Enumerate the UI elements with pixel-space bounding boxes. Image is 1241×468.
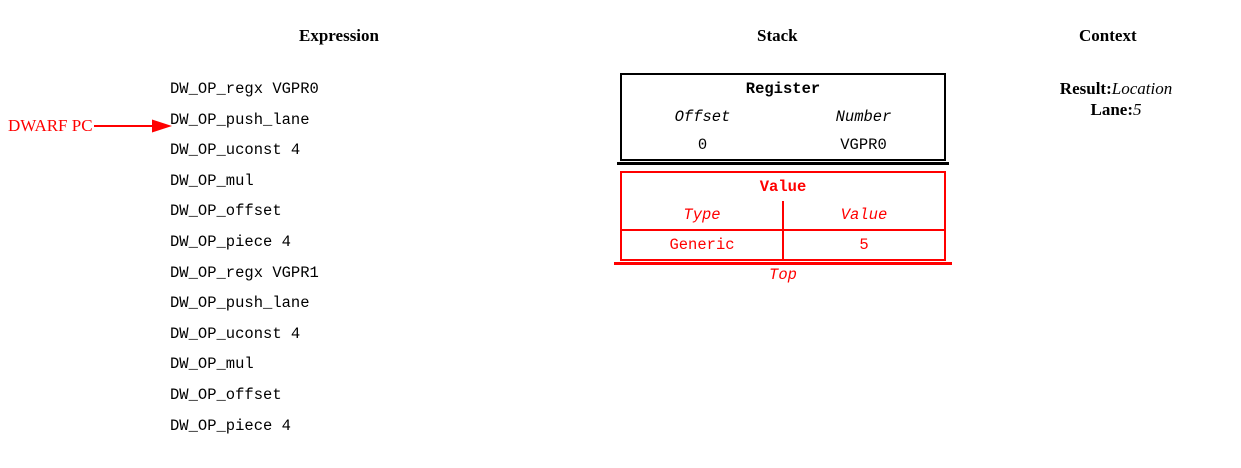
stack-entry-value: Value Type Value Generic 5 [620, 171, 946, 261]
expression-line: DW_OP_mul [170, 171, 254, 190]
table-cell: VGPR0 [840, 136, 887, 154]
stack-entry-title: Register [745, 80, 821, 98]
dwarf-pc-pointer: DWARF PC [8, 116, 174, 136]
stack-top-rule [614, 262, 952, 265]
expression-list: DW_OP_regx VGPR0 DW_OP_push_lane DW_OP_u… [170, 74, 530, 441]
table-row: 0 VGPR0 [621, 131, 945, 160]
column-header: Type [621, 201, 784, 230]
context-row-lane: Lane:5 [1016, 99, 1216, 120]
expression-line: DW_OP_push_lane [170, 110, 310, 129]
stack-top-label: Top [769, 266, 797, 284]
table-row: Generic 5 [621, 229, 945, 260]
table-cell: 0 [697, 136, 708, 154]
right-arrow-icon [93, 119, 172, 133]
table-title-row: Value [621, 172, 945, 201]
context-row-result: Result:Location [1016, 78, 1216, 99]
column-header: Number [835, 108, 892, 126]
context-key: Result: [1059, 79, 1112, 98]
page-title-stack: Stack [757, 26, 798, 45]
page-title-expression: Expression [299, 26, 379, 45]
context-value: Location [1111, 79, 1173, 98]
table-cell: 5 [783, 229, 945, 260]
expression-line: DW_OP_offset [170, 202, 282, 221]
expression-line: DW_OP_mul [170, 355, 254, 374]
expression-line: DW_OP_regx VGPR1 [170, 263, 319, 282]
expression-line: DW_OP_piece 4 [170, 232, 291, 251]
table-header-row: Type Value [621, 201, 945, 230]
dwarf-pc-label: DWARF PC [8, 116, 93, 135]
expression-line: DW_OP_push_lane [170, 294, 310, 313]
column-header: Offset [674, 108, 731, 126]
context-area: Result:Location Lane:5 [1016, 78, 1216, 120]
page-title-context: Context [1079, 26, 1137, 45]
context-key: Lane: [1090, 100, 1134, 119]
stack-area: Register Offset Number 0 VGPR0 Value Typ… [614, 73, 952, 284]
expression-line: DW_OP_piece 4 [170, 416, 291, 435]
expression-line: DW_OP_uconst 4 [170, 324, 301, 343]
table-title-row: Register [621, 74, 945, 103]
table-cell: Generic [621, 229, 784, 260]
expression-line: DW_OP_offset [170, 385, 282, 404]
column-header: Value [840, 206, 888, 224]
stack-entry-separator [617, 162, 949, 165]
context-value: 5 [1133, 100, 1142, 119]
stack-entry-title: Value [759, 178, 807, 196]
stack-entry-register: Register Offset Number 0 VGPR0 [620, 73, 946, 161]
expression-line-current: DW_OP_uconst 4 [170, 141, 301, 160]
expression-line: DW_OP_regx VGPR0 [170, 80, 319, 98]
table-header-row: Offset Number [621, 103, 945, 131]
